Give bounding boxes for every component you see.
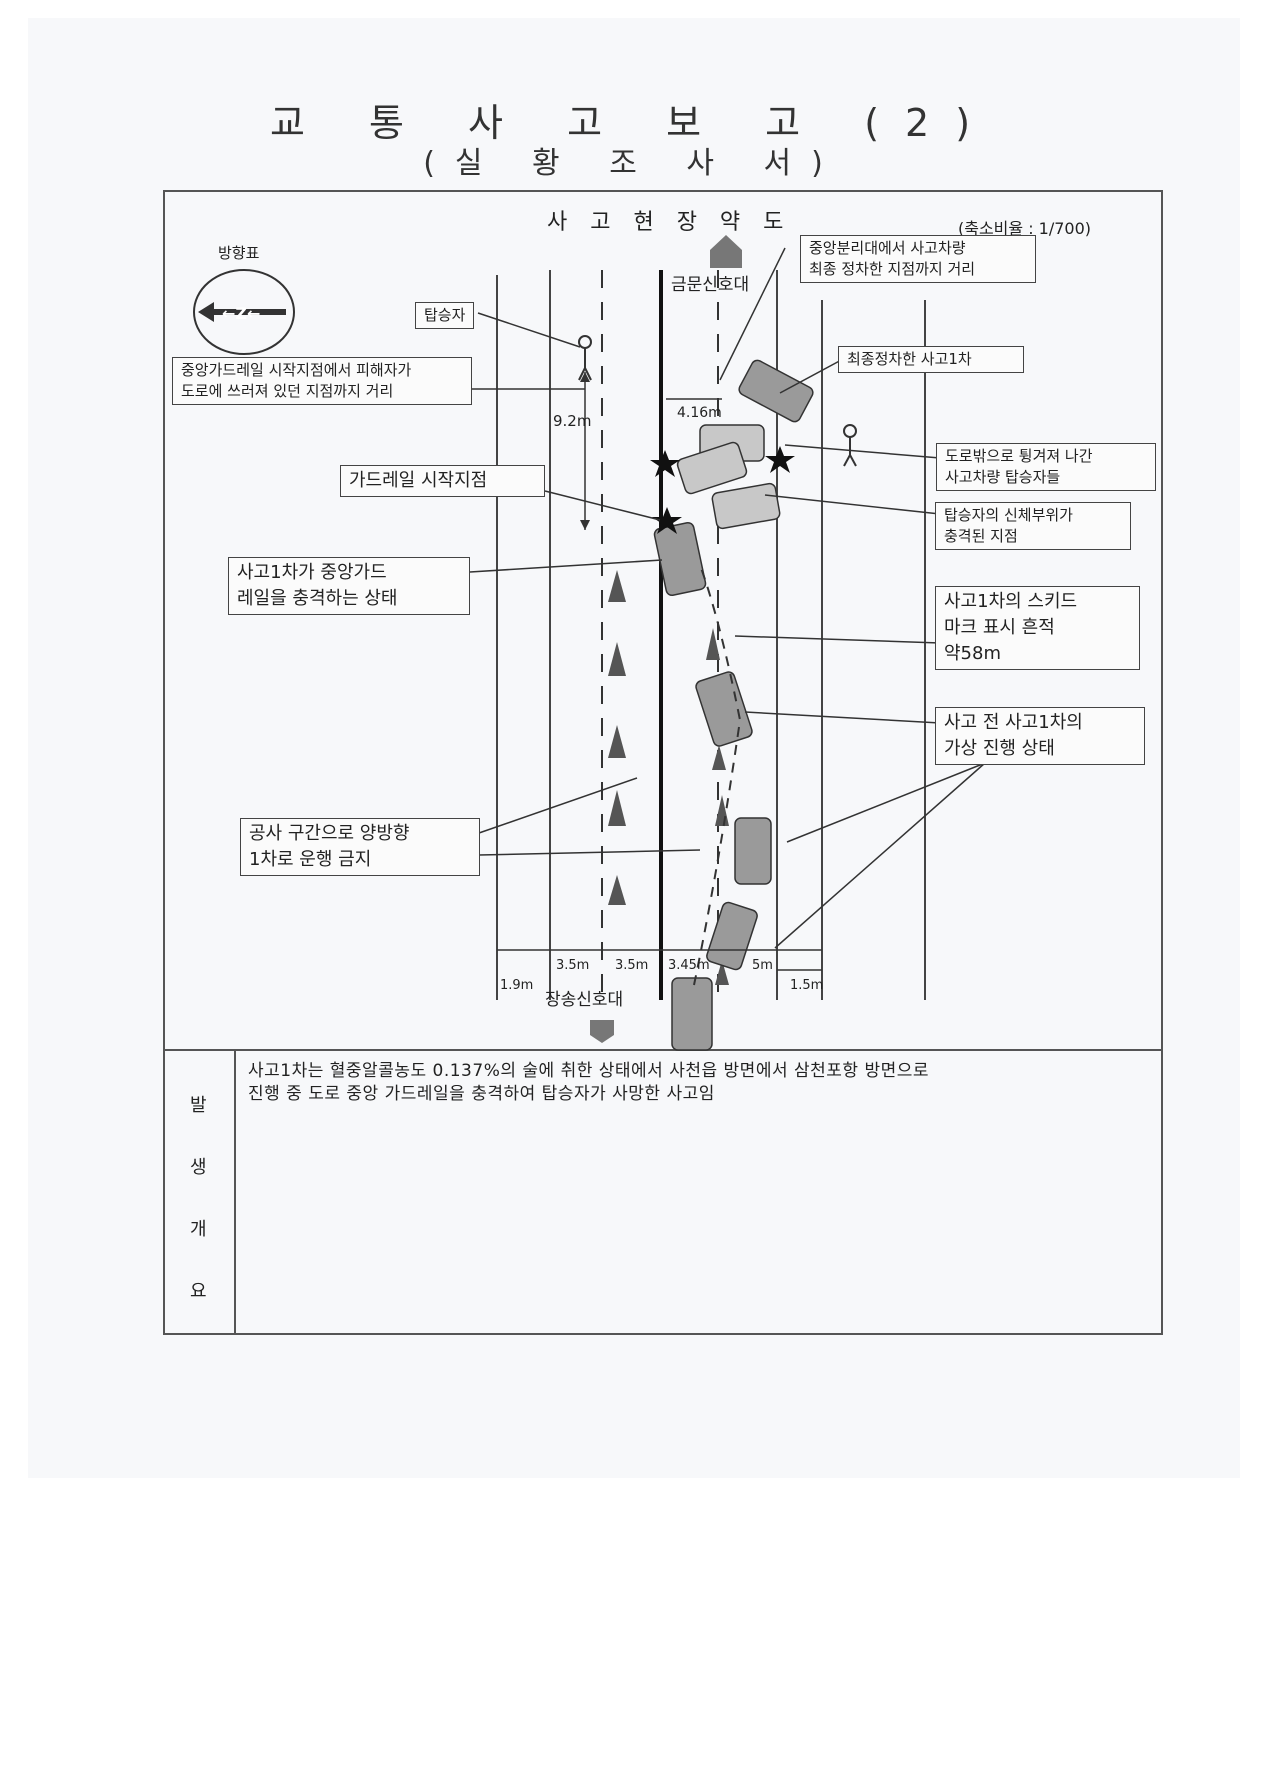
callout-ejected-line1: 도로밖으로 튕겨져 나간: [945, 447, 1093, 465]
callout-skid-mark: 사고1차의 스키드 마크 표시 흔적 약58m: [935, 586, 1140, 670]
callout-impact-state: 사고1차가 중앙가드 레일을 충격하는 상태: [228, 557, 470, 615]
callout-body-impact-line2: 충격된 지점: [944, 527, 1018, 545]
bottom-signal-label: 장송신호대: [545, 990, 624, 1010]
callout-skid-line2: 마크 표시 흔적: [944, 617, 1055, 638]
callout-skid-line1: 사고1차의 스키드: [944, 591, 1078, 612]
callout-virtual-path: 사고 전 사고1차의 가상 진행 상태: [935, 707, 1145, 765]
summary-label-char-2: 생: [190, 1157, 207, 1178]
callout-victim-distance-line2: 도로에 쓰러져 있던 지점까지 거리: [181, 382, 394, 400]
dimension-3-5m-a: 3.5m: [556, 958, 590, 973]
dimension-1-5m: 1.5m: [790, 978, 824, 993]
dimension-5m: 5m: [752, 958, 773, 973]
callout-ejected-line2: 사고차량 탑승자들: [945, 468, 1061, 486]
callout-construction-line2: 1차로 운행 금지: [249, 849, 372, 870]
dimension-1-9m: 1.9m: [500, 978, 534, 993]
summary-label-char-3: 개: [190, 1219, 207, 1240]
top-signal-label: 금문신호대: [671, 275, 750, 295]
report-frame: [163, 190, 1163, 1335]
summary-line-1: 사고1차는 혈중알콜농도 0.137%의 술에 취한 상태에서 사천읍 방면에서…: [248, 1061, 930, 1081]
scale-label: (축소비율 : 1/700): [958, 219, 1092, 238]
dimension-3-45m: 3.45m: [668, 958, 710, 973]
callout-victim-distance: 중앙가드레일 시작지점에서 피해자가 도로에 쓰러져 있던 지점까지 거리: [172, 357, 472, 405]
callout-guardrail-start: 가드레일 시작지점: [340, 465, 545, 497]
callout-construction: 공사 구간으로 양방향 1차로 운행 금지: [240, 818, 480, 876]
svg-text:←Z←: ←Z←: [222, 304, 260, 323]
callout-skid-line3: 약58m: [944, 643, 1001, 664]
callout-median-distance-line1: 중앙분리대에서 사고차량: [809, 239, 966, 257]
summary-line-2: 진행 중 도로 중앙 가드레일을 충격하여 탑승자가 사망한 사고임: [248, 1084, 715, 1104]
dimension-4-16m: 4.16m: [677, 405, 722, 421]
callout-virtual-path-line2: 가상 진행 상태: [944, 738, 1055, 759]
callout-median-distance-line2: 최종 정차한 지점까지 거리: [809, 260, 976, 278]
callout-body-impact: 탑승자의 신체부위가 충격된 지점: [935, 502, 1131, 550]
report-subtitle: (실 황 조 사 서): [423, 146, 843, 181]
dimension-9-2m: 9.2m: [553, 412, 592, 430]
sketch-heading: 사 고 현 장 약 도: [547, 210, 792, 235]
callout-passenger: 탑승자: [415, 302, 475, 329]
summary-text: 사고1차는 혈중알콜농도 0.137%의 술에 취한 상태에서 사천읍 방면에서…: [248, 1060, 929, 1106]
callout-ejected: 도로밖으로 튕겨져 나간 사고차량 탑승자들: [936, 443, 1156, 491]
callout-victim-distance-line1: 중앙가드레일 시작지점에서 피해자가: [181, 361, 412, 379]
callout-impact-state-line2: 레일을 충격하는 상태: [237, 588, 398, 609]
compass-label: 방향표: [218, 244, 260, 262]
callout-median-distance: 중앙분리대에서 사고차량 최종 정차한 지점까지 거리: [800, 235, 1036, 283]
report-title: 교 통 사 고 보 고 (2): [269, 101, 997, 145]
callout-construction-line1: 공사 구간으로 양방향: [249, 823, 410, 844]
callout-virtual-path-line1: 사고 전 사고1차의: [944, 712, 1083, 733]
callout-impact-state-line1: 사고1차가 중앙가드: [237, 562, 387, 583]
dimension-3-5m-b: 3.5m: [615, 958, 649, 973]
callout-body-impact-line1: 탑승자의 신체부위가: [944, 506, 1073, 524]
callout-final-stop: 최종정차한 사고1차: [838, 346, 1024, 373]
summary-label-char-1: 발: [190, 1095, 207, 1116]
summary-label-char-4: 요: [190, 1281, 207, 1302]
